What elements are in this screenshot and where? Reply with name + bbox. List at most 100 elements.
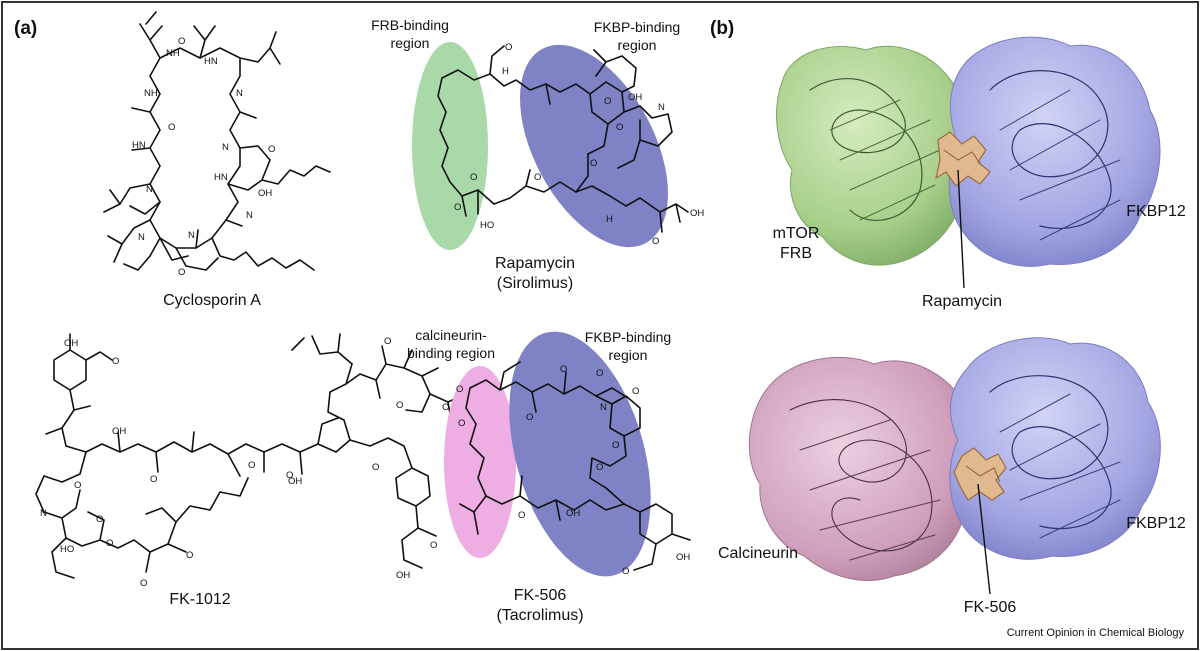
rapamycin-ligand	[935, 131, 991, 187]
journal-credit: Current Opinion in Chemical Biology	[1007, 627, 1185, 639]
fk506-atom-o-6: O	[632, 386, 639, 397]
calcineurin-binding-region	[444, 366, 516, 558]
fk506-atom-o-5: O	[596, 368, 603, 379]
fk506-atom-n-1: N	[600, 402, 607, 413]
fk506-atom-oh-1: OH	[566, 508, 580, 519]
calcineurin-surface	[748, 356, 979, 581]
fkbp12-bottom-surface	[949, 337, 1161, 560]
fk506-atom-o-2: O	[458, 418, 465, 429]
atom-hn-2: HN	[132, 140, 146, 151]
rapamycin-label-1: Rapamycin	[495, 255, 575, 272]
fk1012-atom-o-7: O	[140, 578, 147, 589]
rapa-atom-o-1: O	[505, 42, 512, 53]
fk1012-atom-o-12: O	[442, 402, 449, 413]
fk506-atom-o-3: O	[526, 412, 533, 423]
rapamycin-complex-label: Rapamycin	[922, 293, 1002, 310]
calcineurin-region-label-2: binding region	[407, 345, 495, 361]
rapa-atom-o-3: O	[616, 122, 623, 133]
frb-region-label-1: FRB-binding	[371, 17, 449, 33]
calcineurin-label: Calcineurin	[718, 545, 798, 562]
fk1012-atom-n-1: N	[40, 508, 47, 519]
fk1012-atom-oh-4: OH	[396, 570, 410, 581]
fk1012-atom-o-11: O	[396, 400, 403, 411]
rapa-atom-h-1: H	[502, 66, 509, 77]
fk506-atom-o-7: O	[612, 440, 619, 451]
atom-o-2: O	[168, 122, 175, 133]
atom-nh-1: NH	[166, 48, 180, 59]
rapa-atom-n-1: N	[658, 102, 665, 113]
fk1012-atom-o-10: O	[384, 336, 391, 347]
atom-n-5: N	[188, 230, 195, 241]
fk1012-atom-oh-3: OH	[288, 476, 302, 487]
fkbp12-bottom-label: FKBP12	[1126, 515, 1186, 532]
fkbp-binding-region-2	[509, 331, 651, 577]
fk1012-atom-o-8: O	[286, 470, 293, 481]
fk1012-atom-o-4: O	[96, 514, 103, 525]
fkbp-region-label-1: FKBP-binding	[594, 19, 680, 35]
atom-nh-2: NH	[144, 88, 158, 99]
rapa-atom-o-6: O	[470, 172, 477, 183]
fk506-label-1: FK-506	[514, 587, 567, 604]
rapa-atom-h-2: H	[606, 214, 613, 225]
frb-region-label-2: region	[391, 35, 430, 51]
fk506-structure: O O O O O O N O O O OH O OH	[456, 361, 691, 577]
fk1012-label: FK-1012	[169, 591, 230, 608]
rapa-atom-oh-1: OH	[628, 92, 642, 103]
fk1012-atom-o-5: O	[106, 538, 113, 549]
fkbp12-top-label: FKBP12	[1126, 203, 1186, 220]
cyclosporin-structure: NH HN O N NH O HN N O N HN OH N N N O	[103, 11, 331, 278]
atom-n-1: N	[236, 88, 243, 99]
frb-binding-region	[412, 42, 488, 250]
atom-hn-1: HN	[204, 56, 218, 67]
rapamycin-pointer	[957, 169, 965, 289]
fk506-atom-o-9: O	[518, 510, 525, 521]
mtor-label-2: FRB	[780, 245, 812, 262]
fk1012-structure: OH O OH O O N O HO O O O O O OH O O O N …	[35, 333, 501, 589]
atom-n-2: N	[222, 142, 229, 153]
fk1012-atom-o-13: O	[372, 462, 379, 473]
fk1012-atom-o-2: O	[150, 474, 157, 485]
panel-a-label: (a)	[14, 18, 37, 39]
fk506-atom-o-4: O	[560, 364, 567, 375]
fkbp2-region-label-2: region	[609, 347, 648, 363]
fk1012-atom-o-6: O	[186, 550, 193, 561]
atom-o-3: O	[268, 144, 275, 155]
fk506-ligand	[953, 447, 1007, 501]
rapamycin-label-2: (Sirolimus)	[497, 275, 573, 292]
rapa-atom-oh-2: OH	[690, 208, 704, 219]
calcineurin-region-label-1: calcineurin-	[415, 327, 487, 343]
fk1012-atom-o-9: O	[248, 460, 255, 471]
atom-o-1: O	[178, 36, 185, 47]
fk1012-atom-oh-2: OH	[112, 426, 126, 437]
rapa-atom-o-8: O	[652, 236, 659, 247]
atom-o-4: O	[178, 267, 185, 278]
mtor-frb-surface	[776, 45, 973, 266]
rapa-atom-ho-1: HO	[480, 220, 494, 231]
fk1012-atom-o-14: O	[430, 540, 437, 551]
rapa-atom-o-2: O	[604, 96, 611, 107]
fk1012-atom-ho-1: HO	[60, 544, 74, 555]
rapa-atom-o-7: O	[454, 202, 461, 213]
fk1012-atom-o-1: O	[112, 356, 119, 367]
rapamycin-structure: O H O OH N O O O O O HO H OH O	[437, 42, 704, 247]
fkbp2-region-label-1: FKBP-binding	[585, 329, 671, 345]
panel-b-label: (b)	[710, 18, 734, 39]
fk506-label-2: (Tacrolimus)	[496, 607, 583, 624]
atom-oh-1: OH	[258, 188, 272, 199]
fk1012-atom-o-3: O	[74, 480, 81, 491]
fk506-complex-label: FK-506	[964, 599, 1017, 616]
rapa-atom-o-5: O	[534, 172, 541, 183]
atom-n-3: N	[146, 184, 153, 195]
fk506-atom-o-10: O	[622, 566, 629, 577]
fkbp-binding-region	[520, 44, 668, 248]
fkbp-region-label-2: region	[618, 37, 657, 53]
fk1012-atom-oh-1: OH	[64, 338, 78, 349]
fk506-pointer	[977, 483, 991, 595]
atom-n-6: N	[246, 210, 253, 221]
mtor-label-1: mTOR	[773, 225, 820, 242]
rapa-atom-o-4: O	[590, 158, 597, 169]
atom-n-4: N	[138, 232, 145, 243]
